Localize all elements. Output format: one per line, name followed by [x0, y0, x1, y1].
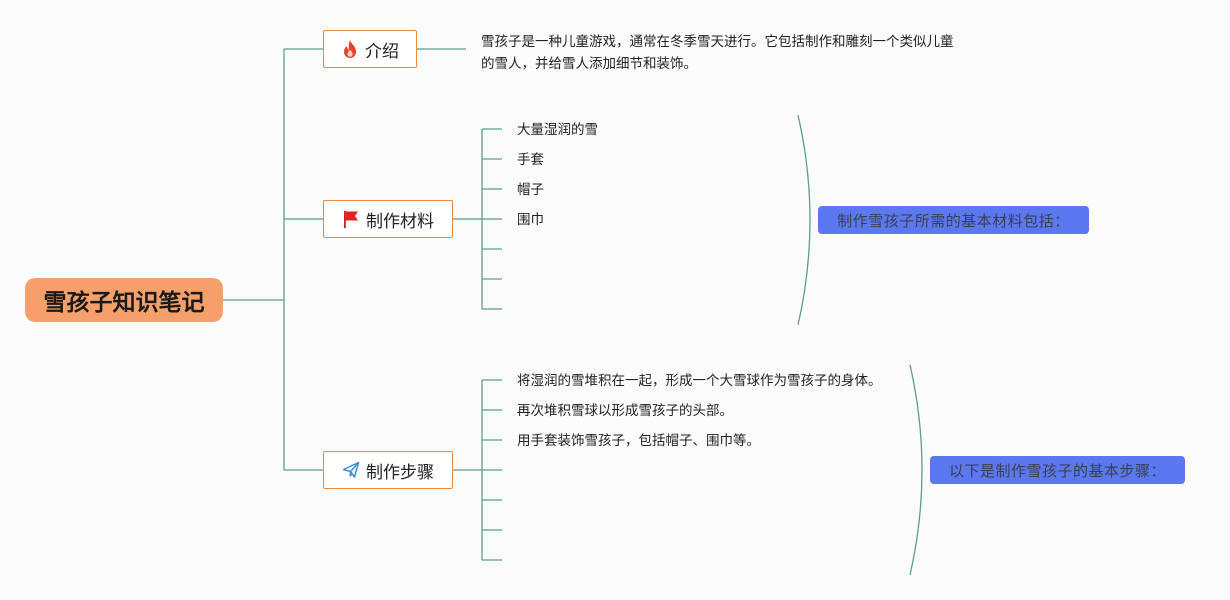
paper-plane-icon — [342, 461, 360, 479]
steps-item: 用手套装饰雪孩子，包括帽子、围巾等。 — [517, 433, 760, 449]
branch-steps-label: 制作步骤 — [366, 462, 434, 483]
steps-summary[interactable]: 以下是制作雪孩子的基本步骤： — [930, 456, 1185, 484]
materials-summary-text: 制作雪孩子所需的基本材料包括： — [837, 211, 1070, 230]
steps-item: 再次堆积雪球以形成雪孩子的头部。 — [517, 403, 733, 419]
materials-item: 手套 — [517, 152, 544, 168]
branch-materials[interactable]: 制作材料 — [323, 200, 453, 238]
branch-intro-label: 介绍 — [365, 41, 399, 62]
branch-materials-label: 制作材料 — [366, 211, 434, 232]
steps-summary-text: 以下是制作雪孩子的基本步骤： — [948, 461, 1166, 480]
steps-item: 将湿润的雪堆积在一起，形成一个大雪球作为雪孩子的身体。 — [517, 373, 882, 389]
root-topic[interactable]: 雪孩子知识笔记 — [25, 278, 223, 322]
steps-summary-brace — [909, 364, 923, 576]
intro-description-line: 的雪人，并给雪人添加细节和装饰。 — [481, 56, 697, 72]
fire-icon — [341, 39, 359, 59]
materials-item: 大量湿润的雪 — [517, 122, 598, 138]
flag-icon — [342, 209, 360, 229]
materials-item: 帽子 — [517, 182, 544, 198]
intro-description: 雪孩子是一种儿童游戏，通常在冬季雪天进行。它包括制作和雕刻一个类似儿童 的雪人，… — [481, 31, 981, 75]
materials-summary-brace — [797, 114, 811, 326]
root-title: 雪孩子知识笔记 — [43, 290, 205, 316]
branch-intro[interactable]: 介绍 — [323, 30, 417, 68]
branch-steps[interactable]: 制作步骤 — [323, 451, 453, 489]
materials-summary[interactable]: 制作雪孩子所需的基本材料包括： — [818, 206, 1089, 234]
intro-description-line: 雪孩子是一种儿童游戏，通常在冬季雪天进行。它包括制作和雕刻一个类似儿童 — [481, 34, 954, 50]
materials-item: 围巾 — [517, 212, 544, 228]
